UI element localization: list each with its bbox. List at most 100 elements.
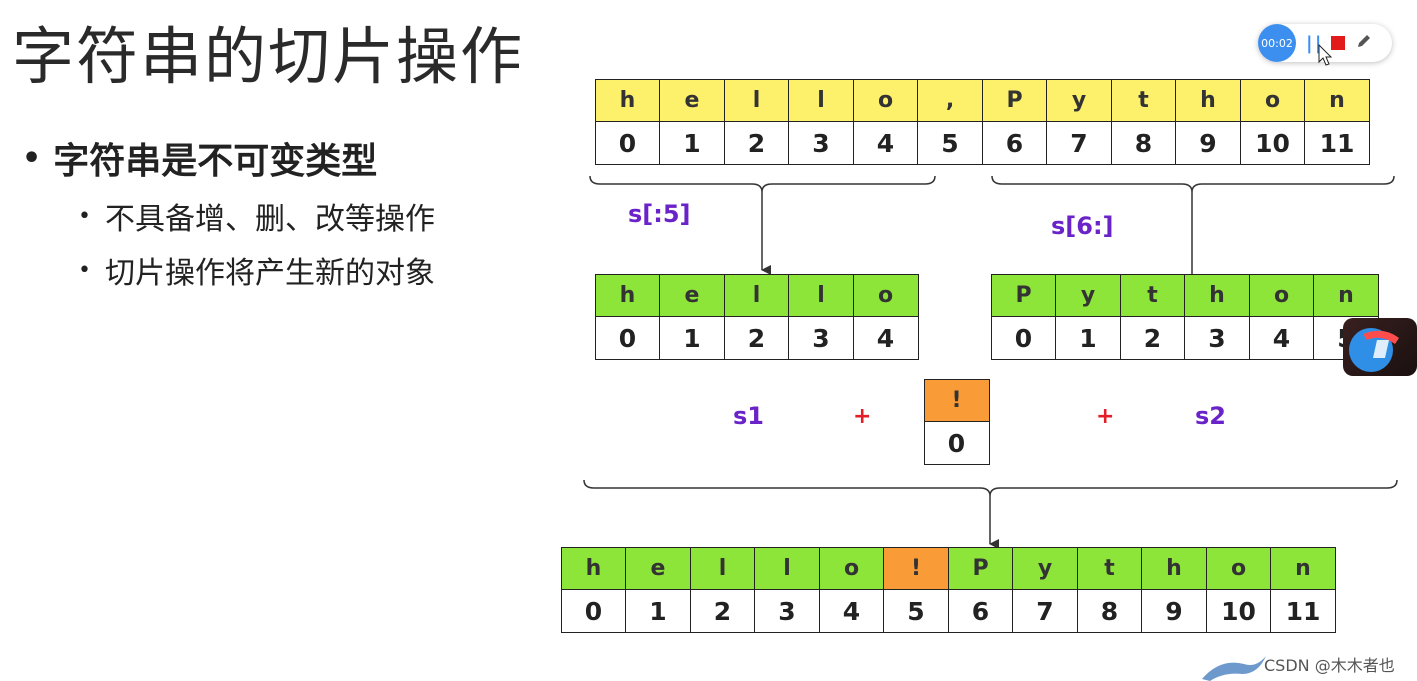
char-cell: o: [852, 273, 919, 318]
char-row: h e l l o , P y t h o n: [594, 78, 1370, 123]
index-row: 0 1 2 3 4 5 6 7 8 9 10 11: [594, 121, 1370, 165]
char-row: h e l l o: [594, 273, 919, 318]
index-cell: 0: [923, 421, 990, 465]
slice-right-label: s[6:]: [1051, 212, 1114, 240]
bullet-main: • 字符串是不可变类型: [22, 132, 435, 184]
char-cell: h: [1141, 546, 1207, 591]
index-cell: 6: [947, 589, 1014, 633]
left-brace: [589, 175, 936, 193]
char-cell: e: [625, 546, 691, 591]
char-cell: l: [723, 78, 790, 123]
char-cell: h: [1175, 78, 1241, 123]
index-cell: 4: [852, 316, 919, 360]
index-cell: 7: [1046, 121, 1112, 165]
csdn-logo-icon: [1202, 656, 1266, 681]
original-string-strip: h e l l o , P y t h o n 0 1 2 3 4 5 6 7 …: [594, 78, 1370, 165]
index-cell: 1: [659, 121, 725, 165]
index-cell: 3: [788, 316, 854, 360]
index-row: 0 1 2 3 4 5 6 7 8 9 10 11: [560, 589, 1336, 633]
pause-icon[interactable]: | |: [1306, 32, 1321, 54]
char-cell: y: [1046, 78, 1112, 123]
plus-sign: +: [853, 404, 872, 429]
char-row: P y t h o n: [990, 273, 1379, 318]
stop-icon[interactable]: [1331, 36, 1346, 50]
index-cell: 2: [1119, 316, 1186, 360]
char-cell: o: [1248, 273, 1315, 318]
char-cell: t: [1110, 78, 1177, 123]
bang-strip: ! 0: [923, 378, 990, 465]
index-cell: 0: [594, 316, 661, 360]
char-cell: y: [1055, 273, 1121, 318]
char-cell: l: [788, 78, 854, 123]
index-cell: 2: [723, 121, 790, 165]
s2-strip: P y t h o n 0 1 2 3 4 5: [990, 273, 1379, 360]
char-cell: o: [818, 546, 885, 591]
char-cell: P: [981, 78, 1048, 123]
char-cell: !: [883, 546, 949, 591]
slide-title: 字符串的切片操作: [12, 20, 525, 93]
index-cell: 9: [1141, 589, 1207, 633]
char-cell: ,: [917, 78, 983, 123]
index-cell: 1: [625, 589, 691, 633]
mouse-cursor-icon: [1318, 44, 1333, 66]
index-row: 0 1 2 3 4 5: [990, 316, 1379, 360]
bullet-sub-text: 不具备增、删、改等操作: [104, 202, 435, 237]
index-cell: 0: [594, 121, 661, 165]
index-cell: 3: [788, 121, 854, 165]
index-cell: 1: [1055, 316, 1121, 360]
char-cell: h: [560, 546, 627, 591]
index-cell: 1: [659, 316, 725, 360]
index-cell: 4: [1248, 316, 1315, 360]
char-cell: h: [594, 273, 661, 318]
char-cell: n: [1304, 78, 1370, 123]
index-cell: 2: [723, 316, 790, 360]
s1-label: s1: [733, 402, 764, 430]
plus-sign: +: [1096, 404, 1115, 429]
char-cell: o: [852, 78, 919, 123]
bullet-main-text: 字符串是不可变类型: [53, 141, 378, 182]
index-row: 0 1 2 3 4: [594, 316, 919, 360]
bullet-dot: •: [78, 203, 91, 229]
music-app-icon[interactable]: [1343, 318, 1417, 376]
char-row: !: [923, 378, 990, 423]
char-cell: o: [1205, 546, 1272, 591]
index-cell: 4: [818, 589, 885, 633]
char-cell: l: [689, 546, 756, 591]
index-cell: 8: [1076, 589, 1143, 633]
index-cell: 0: [560, 589, 627, 633]
char-cell: e: [659, 78, 725, 123]
char-cell: l: [723, 273, 790, 318]
result-string-strip: h e l l o ! P y t h o n 0 1 2 3 4 5 6 7 …: [560, 546, 1336, 633]
bullet-list: • 字符串是不可变类型 • 不具备增、删、改等操作 • 切片操作将产生新的对象: [22, 132, 435, 292]
char-cell: n: [1313, 273, 1379, 318]
index-cell: 6: [981, 121, 1048, 165]
recording-timer: 00:02: [1258, 24, 1296, 62]
s2-label: s2: [1195, 402, 1226, 430]
char-cell: h: [1184, 273, 1250, 318]
char-cell: !: [923, 378, 990, 423]
index-cell: 3: [1184, 316, 1250, 360]
index-cell: 11: [1304, 121, 1370, 165]
bullet-dot: •: [78, 257, 91, 283]
index-cell: 7: [1012, 589, 1078, 633]
char-cell: y: [1012, 546, 1078, 591]
char-cell: l: [754, 546, 820, 591]
char-cell: P: [990, 273, 1057, 318]
index-cell: 8: [1110, 121, 1177, 165]
index-cell: 5: [917, 121, 983, 165]
bullet-sub-1: • 不具备增、删、改等操作: [78, 194, 435, 238]
pen-icon[interactable]: [1355, 32, 1373, 54]
char-cell: P: [947, 546, 1014, 591]
bullet-dot: •: [22, 140, 42, 176]
char-cell: h: [594, 78, 661, 123]
index-cell: 10: [1205, 589, 1272, 633]
index-row: 0: [923, 421, 990, 465]
char-cell: t: [1076, 546, 1143, 591]
bullet-sub-2: • 切片操作将产生新的对象: [78, 248, 435, 292]
char-cell: t: [1119, 273, 1186, 318]
slice-left-label: s[:5]: [628, 200, 691, 228]
index-cell: 9: [1175, 121, 1241, 165]
index-cell: 10: [1239, 121, 1306, 165]
watermark-text: CSDN @木木者也: [1264, 656, 1395, 675]
